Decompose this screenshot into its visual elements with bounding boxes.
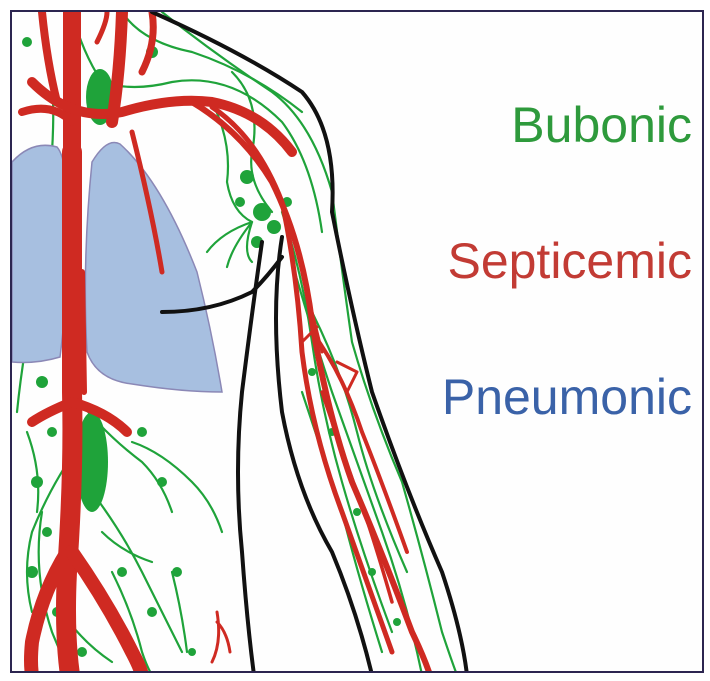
left-lung xyxy=(12,145,68,362)
label-bubonic: Bubonic xyxy=(511,100,692,150)
label-pneumonic: Pneumonic xyxy=(442,372,692,422)
lungs xyxy=(12,142,222,392)
label-septicemic: Septicemic xyxy=(447,236,692,286)
right-lung xyxy=(85,142,222,392)
figure-frame: Bubonic Septicemic Pneumonic xyxy=(10,10,704,673)
